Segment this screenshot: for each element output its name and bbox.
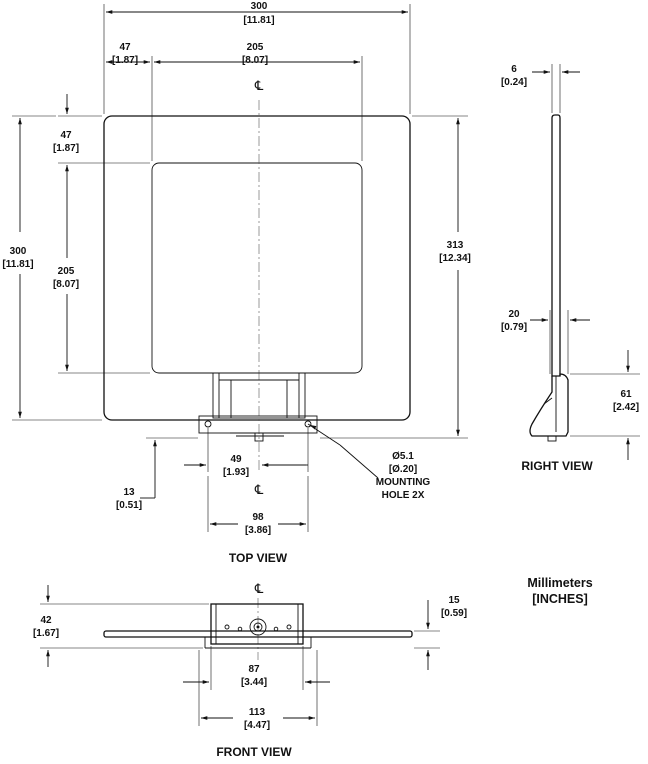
dim-front-outer-mm: 113	[249, 707, 266, 718]
top-centerline-symbol: ℄	[254, 79, 264, 94]
top-view: 300 [11.81] 47 [1.87] 205 [8.07] ℄ 47 [1…	[2, 1, 470, 565]
mounting-hole-label2: HOLE 2X	[382, 490, 425, 501]
dim-top-margin-top-mm: 47	[60, 130, 72, 141]
units-line2: [INCHES]	[532, 592, 588, 606]
front-view: ℄ 42 [1.67] 15 [0.59]	[33, 582, 467, 759]
dim-top-inner-width-mm: 205	[247, 42, 264, 53]
dim-front-plate-in: [0.59]	[441, 608, 467, 619]
dim-top-height-mm: 300	[10, 246, 27, 257]
dim-top-margin-left-in: [1.87]	[112, 55, 138, 66]
dim-mount-spacing-in: [1.93]	[223, 467, 249, 478]
dim-top-inner-height-mm: 205	[58, 266, 75, 277]
front-view-title: FRONT VIEW	[216, 745, 292, 759]
dim-right-thickness-in: [0.24]	[501, 77, 527, 88]
dim-top-width-mm: 300	[251, 1, 268, 12]
dim-top-total-height-mm: 313	[447, 240, 464, 251]
dim-bottom-offset-in: [0.51]	[116, 500, 142, 511]
dim-bracket-width-in: [3.86]	[245, 525, 271, 536]
dim-front-height-in: [1.67]	[33, 628, 59, 639]
dim-top-inner-width-in: [8.07]	[242, 55, 268, 66]
dim-top-height-in: [11.81]	[2, 259, 33, 270]
dim-right-height-in: [2.42]	[613, 402, 639, 413]
dim-top-width-in: [11.81]	[243, 15, 274, 26]
top-centerline-symbol-bottom: ℄	[254, 483, 264, 498]
dim-right-depth-mm: 20	[508, 309, 520, 320]
dim-mount-spacing-mm: 49	[230, 454, 242, 465]
dim-front-height-mm: 42	[40, 615, 52, 626]
dim-front-inner-in: [3.44]	[241, 677, 267, 688]
right-view: 6 [0.24] 20 [0.79] 61 [2.42] RIGHT VIEW	[501, 64, 640, 473]
dim-right-thickness-mm: 6	[511, 64, 517, 75]
top-outer-plate	[104, 116, 410, 420]
dim-bottom-offset-mm: 13	[123, 487, 135, 498]
top-inner-element	[152, 163, 362, 373]
units-legend: Millimeters [INCHES]	[527, 576, 592, 606]
dim-top-inner-height-in: [8.07]	[53, 279, 79, 290]
mounting-hole-dia-in: [Ø.20]	[389, 464, 417, 475]
top-view-title: TOP VIEW	[229, 551, 288, 565]
right-base	[530, 374, 568, 436]
dim-bracket-width-mm: 98	[252, 512, 264, 523]
mounting-hole-label1: MOUNTING	[376, 477, 431, 488]
mounting-hole-dia: Ø5.1	[392, 451, 414, 462]
dim-right-height-mm: 61	[620, 389, 632, 400]
top-connector-housing	[199, 373, 317, 441]
dim-top-margin-top-in: [1.87]	[53, 143, 79, 154]
dim-front-plate-mm: 15	[448, 595, 460, 606]
dim-front-inner-mm: 87	[248, 664, 260, 675]
dim-front-outer-in: [4.47]	[244, 720, 270, 731]
right-plate	[552, 115, 560, 376]
units-line1: Millimeters	[527, 576, 592, 590]
front-housing	[211, 604, 303, 644]
dim-right-depth-in: [0.79]	[501, 322, 527, 333]
front-centerline-symbol: ℄	[254, 582, 264, 597]
dim-top-total-height-in: [12.34]	[439, 253, 471, 264]
right-view-title: RIGHT VIEW	[521, 459, 593, 473]
dim-top-margin-left-mm: 47	[119, 42, 131, 53]
